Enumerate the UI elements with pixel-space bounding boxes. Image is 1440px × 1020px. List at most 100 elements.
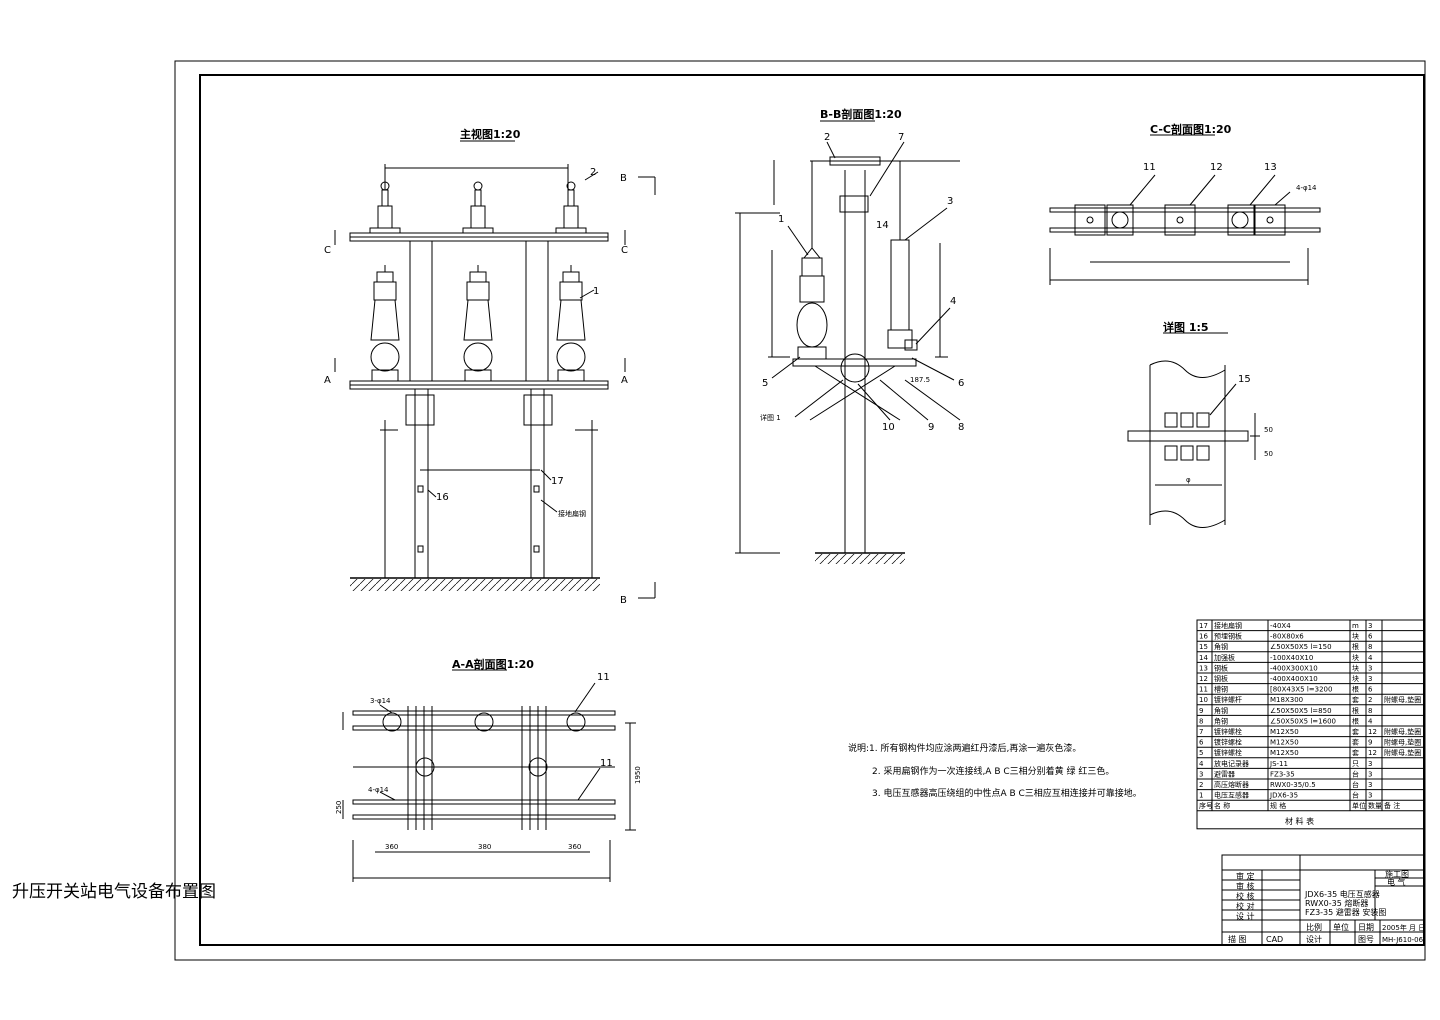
front-mark-c-right: C <box>621 245 628 256</box>
bom-cell-qty: 8 <box>1368 707 1372 715</box>
bom-cell-spec: M18X300 <box>1270 696 1303 704</box>
bom-cell-spec: FZ3-35 <box>1270 770 1295 778</box>
bom-cell-spec: JS-11 <box>1269 760 1288 768</box>
bom-cell-unit: 根 <box>1352 685 1359 694</box>
bb-callout-7: 7 <box>898 132 904 143</box>
bom-cell-spec: ∠50X50X5 l=1600 <box>1270 717 1336 725</box>
bom-cell-no: 7 <box>1199 728 1203 736</box>
bom-cell-unit: 块 <box>1352 653 1359 662</box>
title-block-text: 审 定 审 核 校 核 校 对 设 计 描 图 CAD JDX6-35 电压互感… <box>1228 869 1425 944</box>
aa-dim-360-1: 360 <box>385 843 398 851</box>
tb-role-4: 校 对 <box>1236 901 1255 911</box>
bom-cell-name: 放电记录器 <box>1214 759 1249 768</box>
cc-callout-13: 13 <box>1264 162 1277 173</box>
detail-view <box>1127 332 1260 528</box>
bom-cell-spec: M12X50 <box>1270 749 1299 757</box>
tb-role-2: 审 核 <box>1236 881 1255 891</box>
bom-cell-no: 15 <box>1199 643 1208 651</box>
bom-cell-no: 1 <box>1199 792 1203 800</box>
bb-callout-6: 6 <box>958 378 964 389</box>
bom-cell-remark: 附螺母,垫圈 <box>1384 748 1421 757</box>
tb-drawno-value: MH-J610-06 <box>1382 936 1424 944</box>
bom-cell-qty: 3 <box>1368 675 1372 683</box>
bom-cell-unit: 根 <box>1352 706 1359 715</box>
cc-view-title: C-C剖面图1:20 <box>1150 122 1232 136</box>
tb-role-5: 设 计 <box>1236 911 1255 921</box>
bb-view-title: B-B剖面图1:20 <box>820 107 902 121</box>
aa-dim-360-3: 360 <box>568 843 581 851</box>
bom-cell-no: 10 <box>1199 696 1208 704</box>
bom-cell-unit: 根 <box>1352 716 1359 725</box>
bom-cell-unit: 套 <box>1352 727 1359 736</box>
tb-role-6: 描 图 <box>1228 934 1247 944</box>
bom-cell-qty: 12 <box>1368 749 1377 757</box>
bom-cell-qty: 3 <box>1368 781 1372 789</box>
bom-cell-no: 2 <box>1199 781 1203 789</box>
bom-cell-spec: [80X43X5 l=3200 <box>1270 686 1332 694</box>
bom-cell-unit: 套 <box>1352 738 1359 747</box>
tb-drawno-label: 图号 <box>1358 935 1374 944</box>
front-view: 主视图1:20 <box>334 127 656 599</box>
bom-cell-no: 6 <box>1199 739 1204 747</box>
bom-header-spec: 规 格 <box>1270 801 1286 810</box>
aa-dim-250: 250 <box>335 801 343 814</box>
bom-frame <box>1196 619 1425 830</box>
bb-view <box>735 120 961 564</box>
bom-cell-name: 预埋钢板 <box>1214 632 1242 641</box>
bom-cell-qty: 12 <box>1368 728 1377 736</box>
bom-cell-remark: 附螺母,垫圈 <box>1384 738 1421 747</box>
note-3: 3. 电压互感器高压绕组的中性点A B C三相应互相连接并可靠接地。 <box>872 787 1142 799</box>
bb-callout-5: 5 <box>762 378 768 389</box>
bom-cell-spec: JDX6-35 <box>1269 792 1298 800</box>
bom-cell-qty: 8 <box>1368 643 1372 651</box>
bom-cell-no: 16 <box>1199 633 1208 641</box>
detail-view-title: 详图 1:5 <box>1163 320 1209 334</box>
tb-cad: CAD <box>1266 935 1283 944</box>
bom-cell-name: 镀锌螺杆 <box>1214 695 1242 704</box>
bom-cell-name: 钢板 <box>1214 663 1228 672</box>
bom-cell-no: 14 <box>1199 654 1208 662</box>
bb-callout-10: 10 <box>882 422 895 433</box>
bom-cell-unit: 台 <box>1352 780 1359 789</box>
cc-view <box>1049 134 1321 285</box>
bom-header-name: 名 称 <box>1214 801 1230 810</box>
bom-cell-spec: -100X40X10 <box>1270 654 1313 662</box>
detail-dim-phi: φ <box>1186 476 1191 484</box>
bom-cell-spec: RWX0-35/0.5 <box>1270 781 1316 789</box>
bom-cell-name: 高压熔断器 <box>1214 780 1249 789</box>
front-callout-17: 17 <box>551 476 564 487</box>
bb-callout-1: 1 <box>778 214 784 225</box>
tb-unit-label: 单位 <box>1333 922 1349 932</box>
cc-callout-12: 12 <box>1210 162 1223 173</box>
front-callout-1: 1 <box>593 286 599 297</box>
bom-cell-name: 镀锌螺栓 <box>1214 727 1242 736</box>
front-grounding-label: 接地扁钢 <box>558 509 586 518</box>
front-callout-2: 2 <box>590 167 596 178</box>
tb-desc-3: FZ3-35 避雷器 安装图 <box>1305 907 1386 917</box>
bom-cell-unit: 台 <box>1352 791 1359 800</box>
bom-header-unit: 单位 <box>1352 801 1366 810</box>
tb-role-1: 审 定 <box>1236 871 1255 881</box>
bom-cell-name: 槽钢 <box>1214 685 1228 694</box>
tb-date-label: 日期 <box>1358 923 1374 932</box>
front-mark-a-right: A <box>621 375 628 386</box>
bom-cell-no: 4 <box>1199 760 1204 768</box>
bb-detail-ref: 详图 1 <box>760 413 781 422</box>
bom-cell-qty: 9 <box>1368 739 1372 747</box>
bom-cell-qty: 3 <box>1368 792 1372 800</box>
outer-border <box>174 60 1426 961</box>
detail-callout-15: 15 <box>1238 374 1251 385</box>
bb-callout-4: 4 <box>950 296 956 307</box>
bom-cell-spec: -80X80x6 <box>1270 633 1304 641</box>
bom-cell-no: 8 <box>1199 717 1203 725</box>
tb-scale-label: 比例 <box>1306 922 1322 932</box>
tb-role-3: 校 核 <box>1236 891 1255 901</box>
tb-date-value: 2005年 月 日 <box>1382 923 1425 932</box>
detail-dim-50a: 50 <box>1264 426 1273 434</box>
bom-cell-no: 13 <box>1199 664 1208 672</box>
bb-callout-3: 3 <box>947 196 953 207</box>
bom-cell-unit: m <box>1352 622 1359 630</box>
bom-cell-qty: 6 <box>1368 686 1373 694</box>
bom-cell-unit: 块 <box>1352 663 1359 672</box>
